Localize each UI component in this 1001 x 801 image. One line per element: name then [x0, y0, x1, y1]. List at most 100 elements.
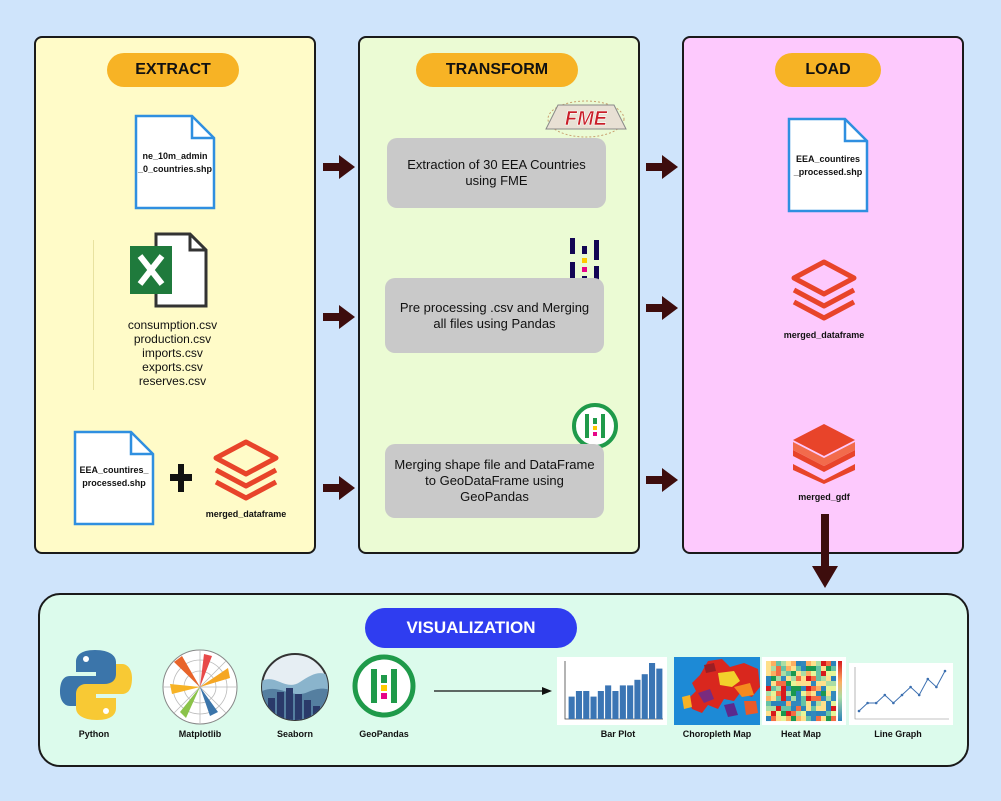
heat-cell	[766, 691, 772, 697]
heat-cell	[791, 716, 797, 722]
plus-icon	[170, 464, 192, 492]
heat-cell	[831, 661, 837, 667]
bar-mark	[627, 685, 634, 719]
heat-cell	[821, 691, 827, 697]
heat-cell	[801, 701, 807, 707]
heat-cell	[801, 706, 807, 712]
heat-cell	[831, 676, 837, 682]
processed-shapefile-doc-icon	[73, 430, 155, 526]
output-label-line-graph: Line Graph	[874, 729, 922, 739]
heat-cell	[766, 661, 772, 667]
heat-cell	[821, 696, 827, 702]
arrow-load-to-visualization	[812, 514, 838, 588]
heat-cell	[826, 696, 832, 702]
heat-cell	[791, 711, 797, 717]
shapefile-label: ne_10m_admin _0_countries.shp	[137, 151, 213, 174]
heat-cell	[816, 676, 822, 682]
csv-file-list: consumption.csv production.csv imports.c…	[105, 318, 240, 388]
heat-cell	[771, 716, 777, 722]
svg-text:FME: FME	[565, 108, 608, 130]
excel-icon	[130, 232, 208, 308]
bar-mark	[575, 691, 582, 719]
heat-cell	[821, 666, 827, 672]
output-label-choropleth-map: Choropleth Map	[682, 729, 752, 739]
heat-cell	[806, 701, 812, 707]
heat-cell	[771, 686, 777, 692]
line-point	[900, 693, 904, 697]
heat-cell	[801, 691, 807, 697]
line-point	[892, 701, 895, 705]
line-point	[857, 709, 861, 713]
bar-mark	[612, 691, 619, 719]
heat-cell	[816, 716, 822, 722]
heat-cell	[796, 716, 802, 722]
heat-cell	[771, 711, 777, 717]
heat-cell	[821, 711, 827, 717]
heat-cell	[816, 686, 822, 692]
heat-cell	[786, 706, 792, 712]
heat-cell	[786, 681, 792, 687]
heat-cell	[821, 671, 827, 677]
heat-cell	[771, 661, 777, 667]
heat-cell	[801, 661, 807, 667]
line-point	[866, 701, 869, 705]
heat-cell	[816, 706, 822, 712]
heat-cell	[796, 686, 802, 692]
heat-cell	[781, 666, 787, 672]
heat-cell	[786, 671, 792, 677]
heat-cell	[766, 716, 772, 722]
heat-cell	[776, 701, 782, 707]
heat-cell	[776, 666, 782, 672]
heat-cell	[806, 691, 812, 697]
transform-step-pandas: Pre processing .csv and Merging all file…	[385, 278, 604, 353]
heat-cell	[811, 681, 817, 687]
heat-cell	[831, 691, 837, 697]
heat-cell	[811, 686, 817, 692]
geopandas-logo-icon	[572, 403, 618, 449]
heat-cell	[821, 701, 827, 707]
heat-cell	[781, 676, 787, 682]
heat-cell	[806, 711, 812, 717]
transform-step-geopandas: Merging shape file and DataFrame to GeoD…	[385, 444, 604, 518]
heat-cell	[831, 686, 837, 692]
heat-cell	[781, 716, 787, 722]
heat-cell	[776, 706, 782, 712]
heat-cell	[831, 666, 837, 672]
heat-cell	[816, 701, 822, 707]
heat-cell	[806, 686, 812, 692]
heat-cell	[796, 701, 802, 707]
geopandas-vis-logo-icon	[352, 654, 416, 718]
heat-cell	[831, 671, 837, 677]
line-graph-thumbnail	[849, 663, 953, 725]
heat-cell	[766, 686, 772, 692]
heat-cell	[771, 671, 777, 677]
heat-cell	[821, 661, 827, 667]
heat-cell	[811, 701, 817, 707]
heat-cell	[791, 681, 797, 687]
heat-cell	[791, 661, 797, 667]
heat-cell	[806, 661, 812, 667]
heat-map-thumbnail	[762, 657, 846, 725]
heat-cell	[831, 711, 837, 717]
heat-cell	[771, 681, 777, 687]
heat-cell	[801, 716, 807, 722]
heat-cell	[816, 671, 822, 677]
heat-cell	[781, 671, 787, 677]
heat-cell	[766, 676, 772, 682]
heat-cell	[791, 696, 797, 702]
python-logo-icon	[60, 650, 132, 720]
heat-cell	[811, 696, 817, 702]
heat-cell	[811, 716, 817, 722]
heat-cell	[776, 686, 782, 692]
heat-cell	[766, 706, 772, 712]
csv-file: production.csv	[133, 332, 212, 346]
heat-cell	[786, 691, 792, 697]
heat-cell	[826, 666, 832, 672]
heat-cell	[796, 691, 802, 697]
heat-cell	[826, 716, 832, 722]
heat-cell	[786, 666, 792, 672]
tool-label-python: Python	[78, 729, 110, 739]
line-point	[926, 677, 930, 681]
line-point	[917, 693, 921, 697]
bar-mark	[568, 696, 575, 719]
